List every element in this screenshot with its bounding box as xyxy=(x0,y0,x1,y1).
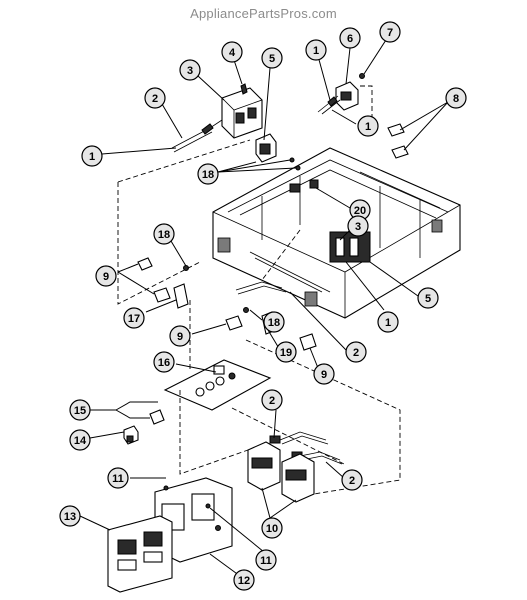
svg-text:13: 13 xyxy=(64,511,76,523)
svg-text:3: 3 xyxy=(187,65,193,77)
callout-14: 14 xyxy=(69,429,91,451)
callout-18-a: 18 xyxy=(197,163,219,185)
control-modules xyxy=(247,441,315,503)
svg-text:5: 5 xyxy=(269,53,275,65)
svg-text:9: 9 xyxy=(177,331,183,343)
callout-1-c: 1 xyxy=(357,115,379,137)
svg-text:6: 6 xyxy=(347,33,353,45)
callout-12: 12 xyxy=(233,569,255,591)
callout-18-b: 18 xyxy=(153,223,175,245)
svg-text:19: 19 xyxy=(280,347,292,359)
callout-5-b: 5 xyxy=(417,287,439,309)
svg-text:16: 16 xyxy=(158,357,170,369)
switch-assembly-top-right xyxy=(335,73,409,159)
svg-text:1: 1 xyxy=(313,45,319,57)
cabinet-base xyxy=(212,147,461,319)
callout-1-b: 1 xyxy=(305,39,327,61)
callout-5-a: 5 xyxy=(261,47,283,69)
callout-11-b: 11 xyxy=(255,549,277,571)
callout-15: 15 xyxy=(69,399,91,421)
svg-text:12: 12 xyxy=(238,575,250,587)
svg-text:9: 9 xyxy=(321,369,327,381)
callout-18-c: 18 xyxy=(263,311,285,333)
callout-2-a: 2 xyxy=(144,87,166,109)
leader-lines xyxy=(79,39,449,577)
callout-1-d: 1 xyxy=(377,311,399,333)
watermark: AppliancePartsPros.com xyxy=(190,6,337,21)
svg-text:7: 7 xyxy=(387,27,393,39)
callout-10: 10 xyxy=(261,517,283,539)
svg-text:1: 1 xyxy=(89,151,95,163)
callout-9-a: 9 xyxy=(95,265,117,287)
wire-harnesses xyxy=(171,95,343,465)
callout-19: 19 xyxy=(275,341,297,363)
svg-text:2: 2 xyxy=(152,93,158,105)
svg-text:18: 18 xyxy=(158,229,170,241)
svg-text:3: 3 xyxy=(355,221,361,233)
callout-2-b: 2 xyxy=(345,341,367,363)
callout-9-b: 9 xyxy=(169,325,191,347)
callout-2-d: 2 xyxy=(341,469,363,491)
svg-text:11: 11 xyxy=(260,555,272,567)
svg-text:18: 18 xyxy=(202,169,214,181)
callout-16: 16 xyxy=(153,351,175,373)
svg-text:1: 1 xyxy=(385,317,391,329)
svg-text:10: 10 xyxy=(266,523,278,535)
svg-text:8: 8 xyxy=(453,93,459,105)
callout-1-a: 1 xyxy=(81,145,103,167)
control-panel-face xyxy=(107,515,173,593)
svg-text:17: 17 xyxy=(128,313,140,325)
callout-3-b: 3 xyxy=(347,215,369,237)
svg-text:4: 4 xyxy=(229,47,236,59)
switch-assembly-top xyxy=(221,83,277,163)
callout-11-a: 11 xyxy=(107,467,129,489)
svg-text:11: 11 xyxy=(112,473,124,485)
callout-2-c: 2 xyxy=(261,389,283,411)
mounting-plate xyxy=(163,359,272,411)
callout-13: 13 xyxy=(59,505,81,527)
callout-7: 7 xyxy=(379,21,401,43)
svg-text:14: 14 xyxy=(74,435,87,447)
callout-8: 8 xyxy=(445,87,467,109)
svg-text:15: 15 xyxy=(74,405,86,417)
callout-6: 6 xyxy=(339,27,361,49)
callout-9-c: 9 xyxy=(313,363,335,385)
callout-17: 17 xyxy=(123,307,145,329)
svg-text:5: 5 xyxy=(425,293,431,305)
svg-text:20: 20 xyxy=(354,205,366,217)
callout-3-a: 3 xyxy=(179,59,201,81)
knob-parts xyxy=(123,409,165,445)
svg-text:2: 2 xyxy=(353,347,359,359)
svg-text:2: 2 xyxy=(349,475,355,487)
svg-text:18: 18 xyxy=(268,317,280,329)
svg-text:9: 9 xyxy=(103,271,109,283)
callout-4: 4 xyxy=(221,41,243,63)
svg-text:1: 1 xyxy=(365,121,371,133)
svg-text:2: 2 xyxy=(269,395,275,407)
